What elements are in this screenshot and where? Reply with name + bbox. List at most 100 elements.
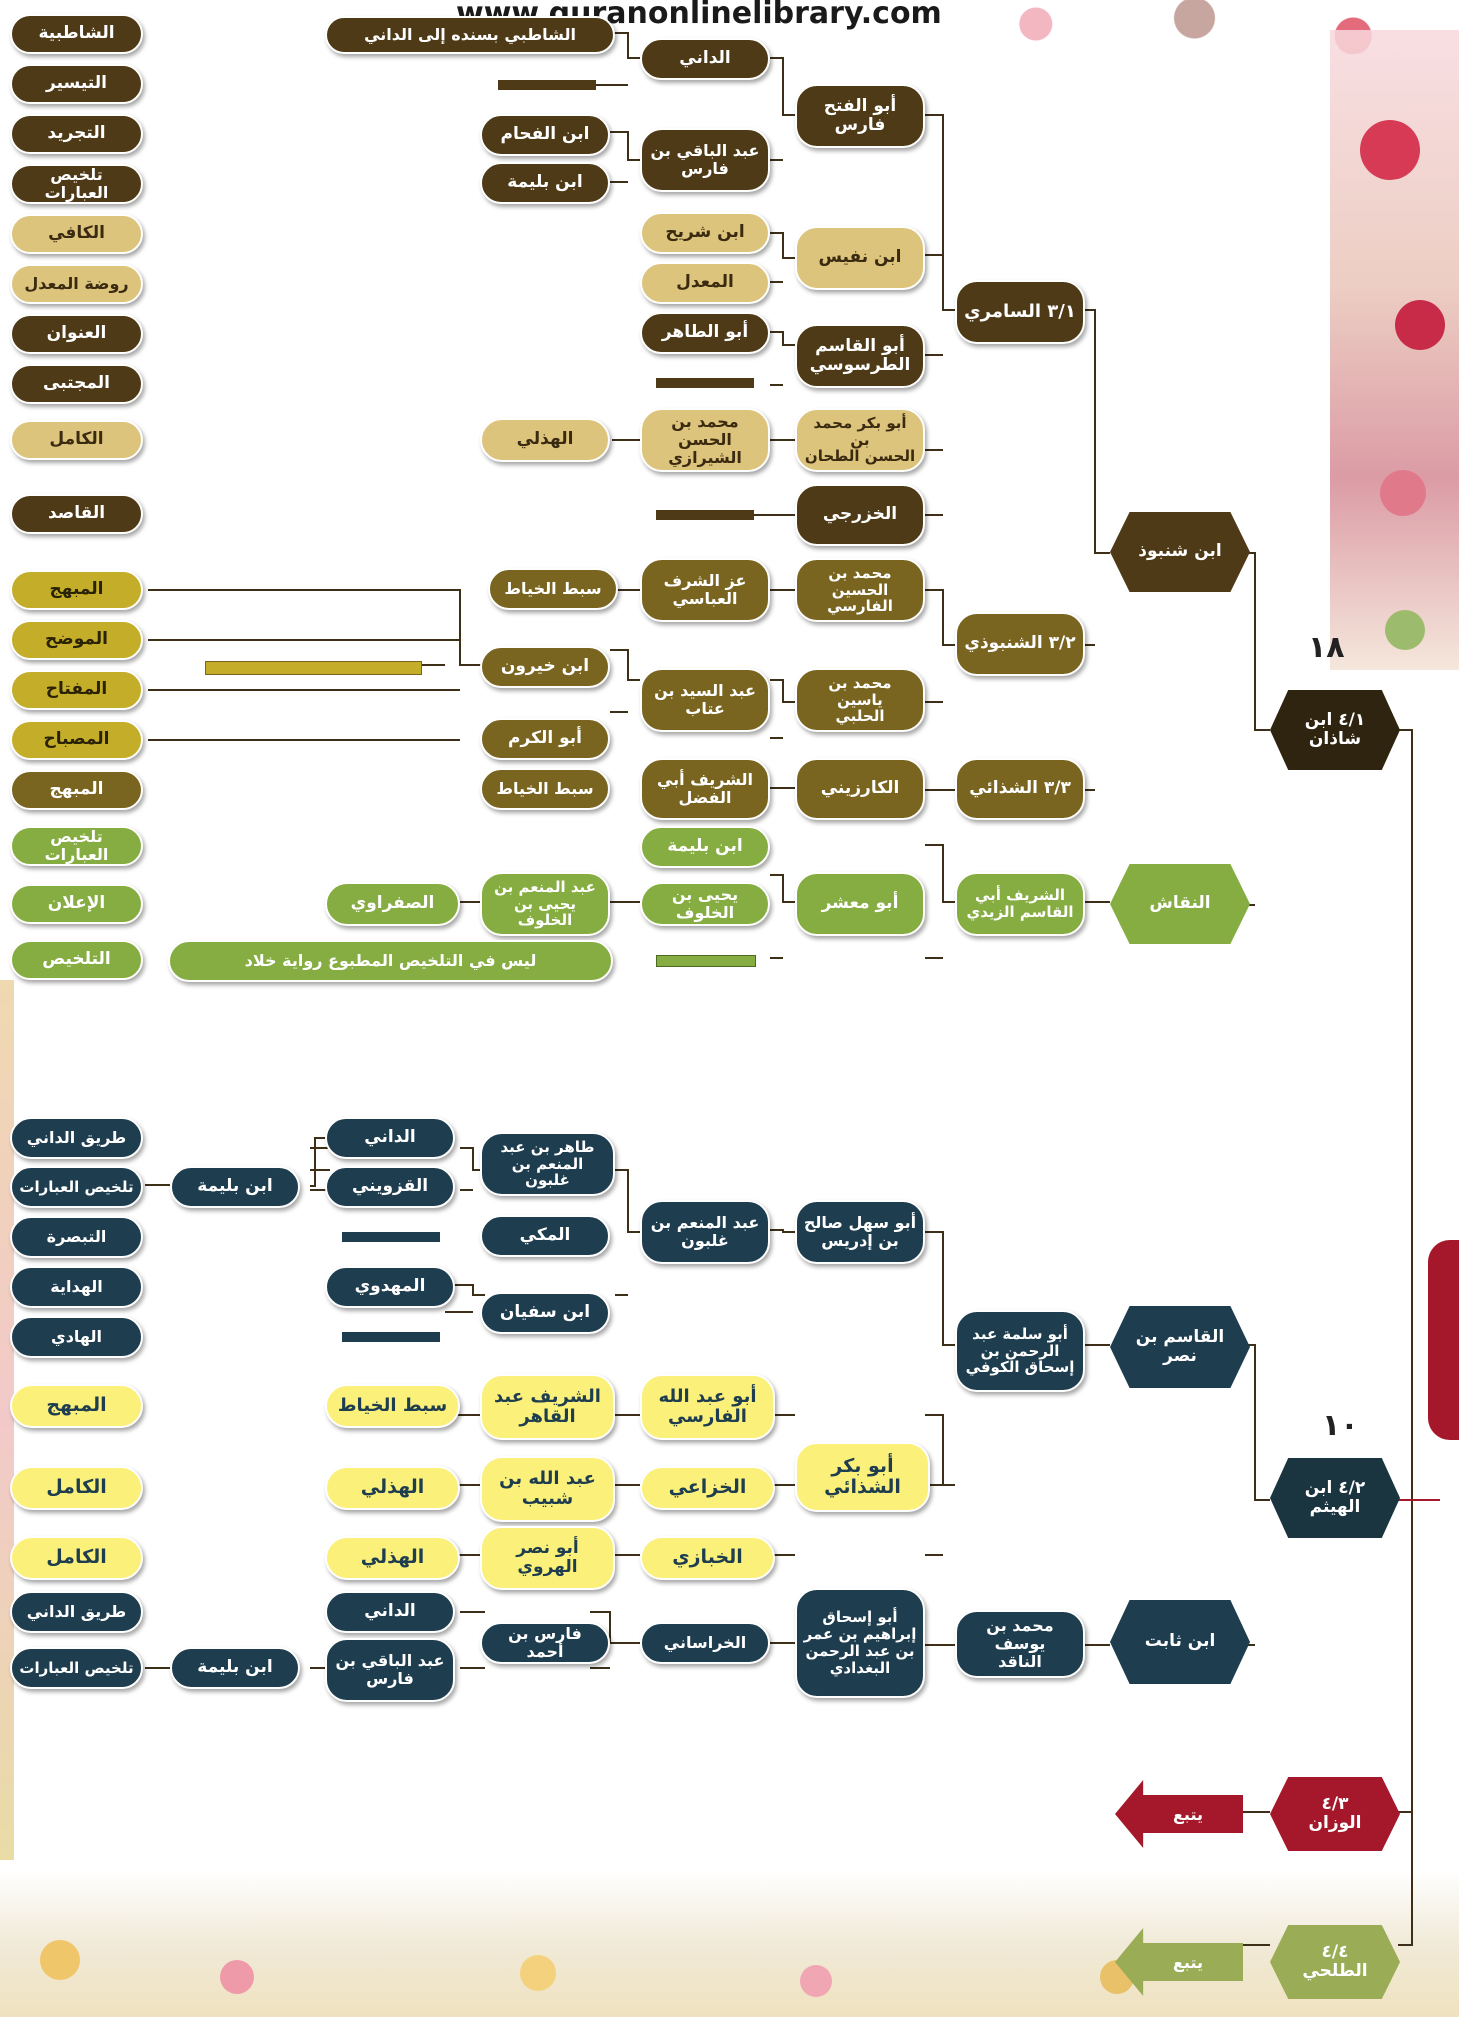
node-sharif-fadl: الشريف أبي الفضل [640, 758, 770, 820]
divider-bar [656, 378, 754, 388]
node-ibn-balima-4: ابن بليمة [170, 1647, 300, 1689]
node-muhammad-shirazi: محمد بن الحسن الشيرازي [640, 408, 770, 472]
source-mubhij-1: المبهج [10, 570, 143, 610]
node-abd-sayyid: عبد السيد بن عتاب [640, 668, 770, 732]
node-ibn-fahham: ابن الفحام [480, 114, 610, 156]
node-muaddal: المعدل [640, 262, 770, 304]
divider-bar-long [205, 661, 422, 675]
node-makki: المكي [480, 1215, 610, 1257]
source-tajrid: التجريد [10, 114, 143, 154]
node-hudhali-1: الهذلي [480, 418, 610, 462]
source-talkhis-ibarat-4: تلخيص العبارات [10, 1647, 143, 1689]
node-qazwini: القزويني [325, 1166, 455, 1208]
divider-bar [656, 955, 756, 967]
node-dani-3: الداني [325, 1591, 455, 1633]
follow-label: يتبع [1173, 1804, 1203, 1824]
node-mahdawi: المهدوي [325, 1266, 455, 1308]
node-muhammad-farisi: محمد بن الحسين الفارسي [795, 558, 925, 622]
node-qasim-nasr: القاسم بن نصر [1110, 1306, 1250, 1388]
node-abu-mashar: أبو معشر [795, 872, 925, 936]
node-abu-abdullah-farisi: أبو عبد الله الفارسي [640, 1374, 775, 1440]
source-talkhis-ibarat-3: تلخيص العبارات [10, 1166, 143, 1208]
divider-bar [498, 80, 596, 90]
node-ibn-haytham: ٤/٢ ابن الهيثم [1270, 1458, 1400, 1538]
source-mudih: الموضح [10, 620, 143, 660]
node-hudhali-3: الهذلي [325, 1536, 460, 1580]
source-ilan: الإعلان [10, 884, 143, 924]
node-muhammad-halabi: محمد بن ياسين الحلبي [795, 668, 925, 732]
node-khabbazi: الخبازي [640, 1536, 775, 1580]
node-tahir-ghalbun: طاهر بن عبد المنعم بن غلبون [480, 1132, 615, 1196]
node-abu-sahl: أبو سهل صالح بن إدريس [795, 1200, 925, 1264]
node-sibt-khayyat-1: سبط الخياط [488, 568, 618, 610]
node-abu-nasr-harawi: أبو نصر الهروي [480, 1526, 615, 1590]
node-shanbudhi: ٣/٢ الشنبوذي [955, 612, 1085, 676]
source-hidaya: الهداية [10, 1266, 143, 1308]
node-abu-bakr-tahhan: أبو بكر محمد بن الحسن الطحان [795, 408, 925, 472]
node-yahya-khaluf: يحيى بن الخلوف [640, 882, 770, 926]
divider-bar [342, 1332, 440, 1342]
source-tabsira: التبصرة [10, 1216, 143, 1258]
node-sibt-khayyat-2: سبط الخياط [480, 768, 610, 810]
node-dani-2: الداني [325, 1117, 455, 1159]
divider-bar [656, 510, 754, 520]
node-abd-baqi-2: عبد الباقي بن فارس [325, 1638, 455, 1702]
page-number-top: ١٨ [1308, 630, 1345, 665]
node-khazraji: الخزرجي [795, 484, 925, 546]
node-khuzai: الخزاعي [640, 1466, 775, 1510]
node-abu-tahir: أبو الطاهر [640, 312, 770, 354]
node-ibn-shanbudh: ابن شنبوذ [1110, 512, 1250, 592]
source-talkhis-ibarat-2: تلخيص العبارات [10, 826, 143, 866]
node-talhi: ٤/٤ الطلحي [1270, 1925, 1400, 1999]
source-rawda: روضة المعدل [10, 264, 143, 304]
node-ibn-balima-3: ابن بليمة [170, 1166, 300, 1208]
node-izz-sharaf: عز الشرف العباسي [640, 558, 770, 622]
source-qasid: القاصد [10, 494, 143, 534]
source-kamil-1: الكامل [10, 420, 143, 460]
node-sharif-abd-qahir: الشريف عبد القاهر [480, 1374, 615, 1440]
source-kamil-3: الكامل [10, 1536, 143, 1580]
node-abu-ishaq-baghdadi: أبو إسحاق إبراهيم بن عمر بن عبد الرحمن ا… [795, 1588, 925, 1698]
source-hadi: الهادي [10, 1316, 143, 1358]
node-abd-munim-ghalbun: عبد المنعم بن غلبون [640, 1200, 770, 1264]
source-misbah: المصباح [10, 720, 143, 760]
source-talkhis-ibarat-1: تلخيص العبارات [10, 164, 143, 204]
node-wazzan: ٤/٣ الوزان [1270, 1777, 1400, 1851]
node-abu-fath: أبو الفتح فارس [795, 84, 925, 148]
source-talkhis: التلخيص [10, 940, 143, 980]
node-shadhai: ٣/٣ الشذائي [955, 758, 1085, 820]
node-abd-munim-yahya: عبد المنعم بن يحيى بن الخلوف [480, 872, 610, 936]
node-ibn-shadhan: ٤/١ ابن شاذان [1270, 690, 1400, 770]
divider-bar [342, 1232, 440, 1242]
source-tariq-dani-2: طريق الداني [10, 1591, 143, 1633]
node-abu-bakr-shadhai: أبو بكر الشذائي [795, 1442, 930, 1512]
side-tab [1428, 1240, 1459, 1440]
node-dani-1: الداني [640, 38, 770, 80]
source-mujtaba: المجتبى [10, 364, 143, 404]
node-saffarawi: الصفراوي [325, 882, 460, 926]
node-abd-baqi-1: عبد الباقي بن فارس [640, 128, 770, 192]
source-kamil-2: الكامل [10, 1466, 143, 1510]
node-hudhali-2: الهذلي [325, 1466, 460, 1510]
source-mubhij-3: المبهج [10, 1384, 143, 1428]
node-abdullah-shabib: عبد الله بن شبيب [480, 1456, 615, 1522]
node-abu-karam: أبو الكرم [480, 718, 610, 760]
node-ibn-khayrun: ابن خيرون [480, 646, 610, 688]
node-abu-qasim-tarsusi: أبو القاسم الطرسوسي [795, 324, 925, 388]
node-ibn-nafis: ابن نفيس [795, 226, 925, 290]
node-talkhis-note: ليس في التلخيص المطبوع رواية خلاد [168, 940, 613, 982]
node-ibn-shurayh: ابن شريح [640, 212, 770, 254]
node-faris-ahmad: فارس بن أحمد [480, 1622, 610, 1664]
node-muhammad-naqid: محمد بن يوسف الناقد [955, 1610, 1085, 1678]
node-abu-salama: أبو سلمة عبد الرحمن بن إسحاق الكوفي [955, 1310, 1085, 1392]
source-miftah: المفتاح [10, 670, 143, 710]
node-naqqash: النقاش [1110, 864, 1250, 944]
source-shatibiyya: الشاطبية [10, 14, 143, 54]
node-sibt-khayyat-3: سبط الخياط [325, 1384, 460, 1428]
node-ibn-balima-2: ابن بليمة [640, 826, 770, 868]
source-taysir: التيسير [10, 64, 143, 104]
node-shatibi-sanad: الشاطبي بسنده إلى الداني [325, 16, 615, 54]
node-ibn-thabit: ابن ثابت [1110, 1600, 1250, 1684]
source-mubhij-2: المبهج [10, 770, 143, 810]
